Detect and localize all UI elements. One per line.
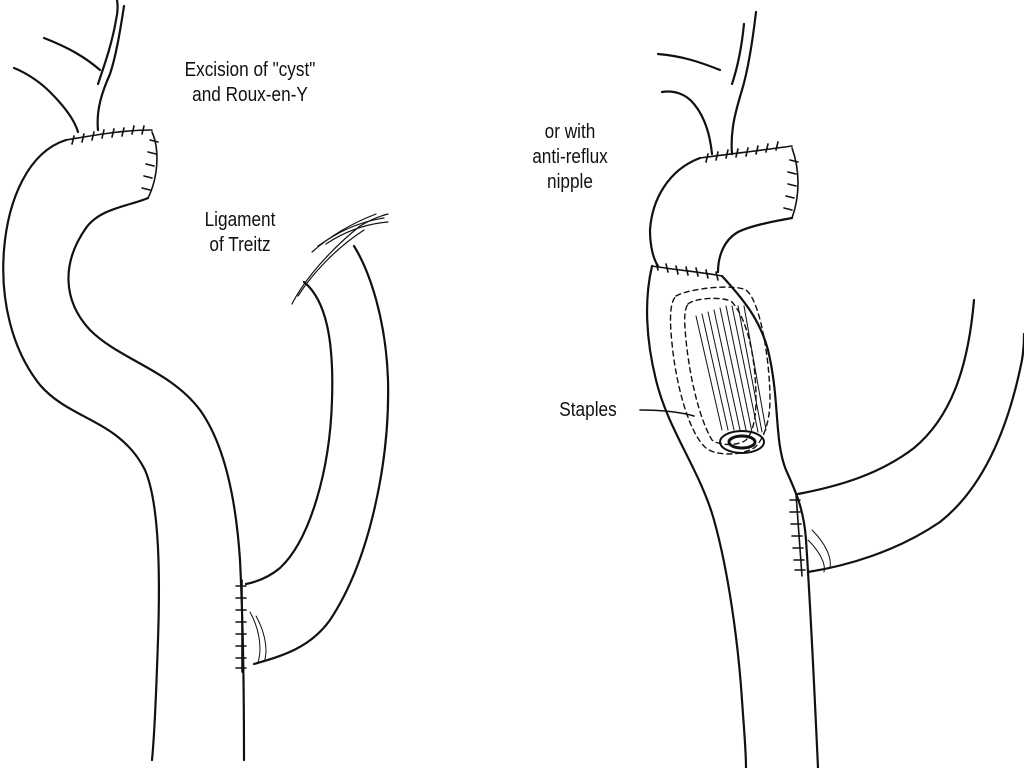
left-upper-anastomosis: [65, 125, 159, 199]
label-ligament-of-treitz: Ligament of Treitz: [188, 208, 291, 258]
label-procedure: Excision of "cyst" and Roux-en-Y: [164, 58, 336, 108]
label-variant-line2: anti-reflux: [532, 146, 608, 168]
right-lower-anastomosis: [789, 493, 831, 577]
staples-cylinder: [669, 286, 771, 455]
right-upper-anastomosis: [699, 141, 799, 219]
right-jejunum: [796, 298, 1024, 574]
label-variant-line1: or with: [544, 121, 596, 143]
label-anti-reflux-variant: or with anti-reflux nipple: [518, 120, 621, 195]
label-procedure-line2: and Roux-en-Y: [192, 84, 308, 106]
right-drawing: [639, 10, 1024, 768]
staples-pointer: [639, 409, 695, 417]
right-limb-outline: [646, 264, 820, 768]
right-hepatic-ducts: [656, 10, 758, 156]
left-jejunum: [244, 244, 390, 666]
ligament-treitz-marks: [291, 213, 389, 305]
label-staples-text: Staples: [559, 399, 617, 421]
left-lower-anastomosis: [235, 579, 267, 673]
label-ligament-line2: of Treitz: [209, 234, 271, 256]
staple-rows: [695, 305, 767, 433]
right-middle-anastomosis: [651, 261, 723, 281]
label-procedure-line1: Excision of "cyst": [184, 59, 316, 81]
left-hepatic-ducts: [12, 0, 126, 134]
right-roux-loop: [648, 156, 794, 274]
left-drawing: [2, 0, 390, 762]
label-variant-line3: nipple: [547, 171, 593, 193]
label-staples: Staples: [547, 398, 630, 423]
label-ligament-line1: Ligament: [204, 209, 276, 231]
